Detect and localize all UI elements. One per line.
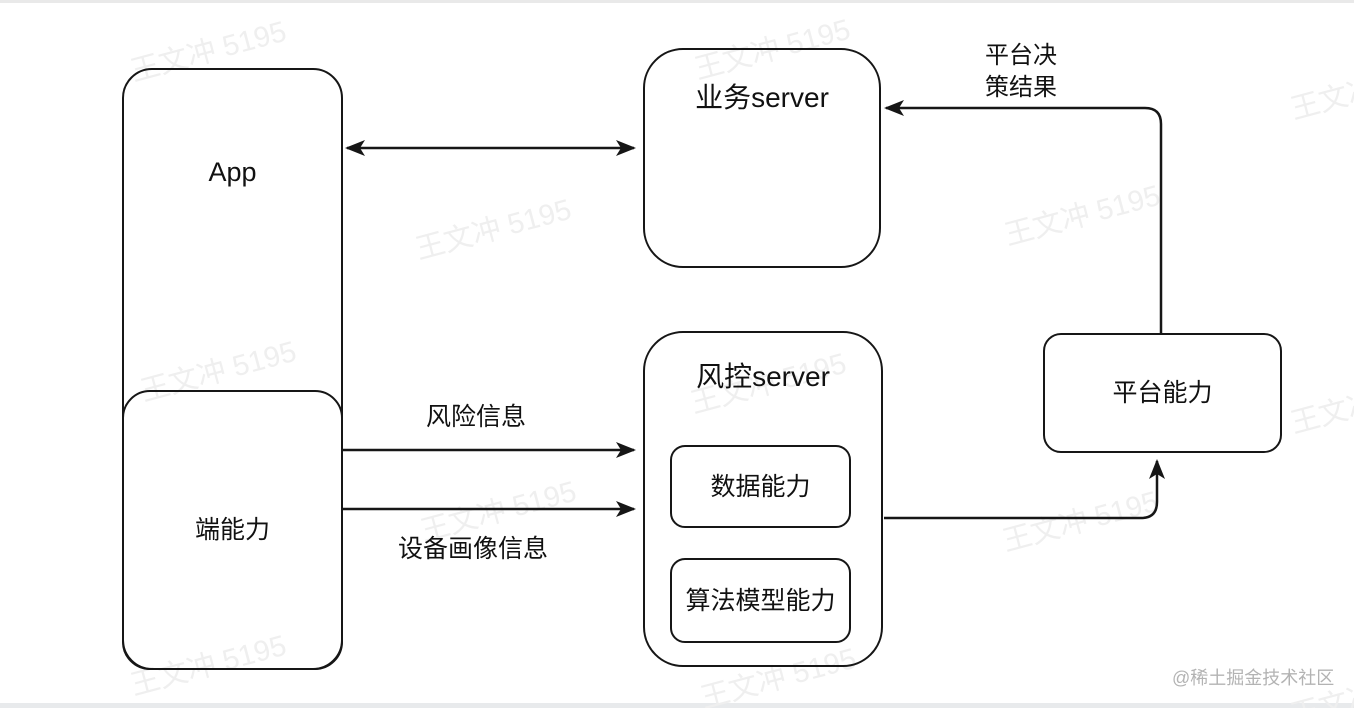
edge-label-platform-decision: 平台决策结果: [985, 42, 1057, 101]
node-data-capability: 数据能力: [670, 445, 851, 528]
watermark-text: 王文冲 5195: [999, 485, 1162, 559]
attribution-text: @稀土掘金技术社区: [1172, 668, 1335, 688]
watermark-text: 王文冲 5195: [1001, 179, 1164, 253]
watermark-text: 王文冲 5195: [1287, 54, 1354, 127]
watermark-text: 王文冲 5195: [412, 193, 575, 267]
node-business-server: 业务server: [643, 48, 881, 268]
watermark-text: 王文冲 5195: [1287, 368, 1354, 441]
node-risk-server-label: 风控server: [696, 361, 830, 392]
node-platform-capability-label: 平台能力: [1112, 379, 1213, 407]
bottom-edge-strip: [0, 703, 1354, 708]
edge-label-risk-info: 风险信息: [425, 403, 526, 431]
node-algorithm-model-capability-label: 算法模型能力: [685, 586, 836, 615]
top-edge-strip: [0, 0, 1354, 3]
node-business-server-label: 业务server: [695, 82, 829, 113]
node-platform-capability: 平台能力: [1043, 333, 1282, 453]
node-device-capability: 端能力: [122, 390, 343, 670]
node-data-capability-label: 数据能力: [710, 472, 811, 501]
node-risk-server: 风控server: [643, 331, 883, 667]
edge-label-device-profile-info: 设备画像信息: [397, 535, 548, 563]
node-app-label: App: [208, 157, 257, 187]
node-algorithm-model-capability: 算法模型能力: [670, 558, 851, 643]
node-device-capability-label: 端能力: [194, 516, 270, 544]
